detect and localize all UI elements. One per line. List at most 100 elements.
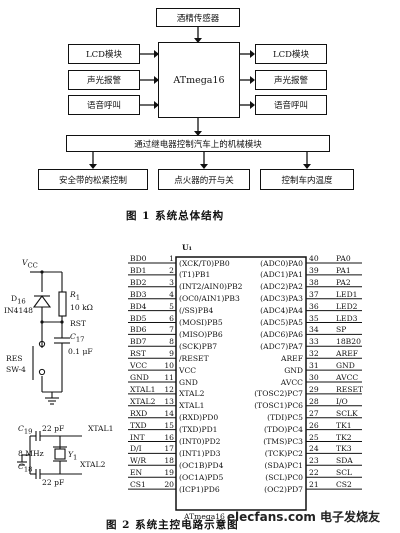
left-pin-name: (INT1)PD3: [179, 448, 221, 458]
right-pin-number: 39: [309, 265, 319, 275]
right-pin-name: (SCL)PC0: [265, 472, 303, 482]
right-pin-name: (TMS)PC3: [263, 437, 303, 446]
c18-ref: C18: [18, 462, 33, 474]
vcc-label: VCC: [22, 258, 38, 270]
left-pin-number: 4: [169, 289, 174, 299]
y1-ref: Y1: [68, 450, 78, 462]
right-pin-number: 23: [309, 456, 319, 466]
right-pin-net: GND: [336, 361, 355, 371]
left-pin-number: 20: [164, 480, 174, 490]
right-pin-name: GND: [284, 365, 303, 375]
right-pin-number: 40: [309, 254, 319, 263]
right-pin-net: PA1: [336, 265, 351, 275]
right-alarm-block: 声光报警: [255, 70, 327, 90]
right-pin-name: (TCK)PC2: [264, 448, 303, 458]
left-voice-label: 语音呼叫: [86, 101, 121, 111]
ignition-block: 点火器的开与关: [158, 169, 250, 190]
right-pin-net: LED1: [336, 289, 358, 299]
left-pin-name: VCC: [179, 365, 197, 375]
left-pin-name: XTAL1: [179, 401, 205, 411]
diode-ref: D16: [11, 294, 26, 306]
left-pin-net: BD2: [130, 277, 147, 287]
left-pin-name: (XCK/T0)PB0: [179, 258, 230, 268]
xtal2-label: XTAL2: [80, 460, 106, 469]
chip-ref: U₁: [182, 243, 192, 252]
left-pin-number: 7: [169, 325, 174, 335]
left-pin-name: (MISO)PB6: [179, 329, 223, 339]
left-pin-number: 13: [164, 396, 174, 406]
right-pin-net: SCLK: [336, 408, 358, 418]
left-pin-number: 3: [169, 277, 174, 287]
right-pin-net: PA2: [336, 277, 351, 287]
left-pin-number: 16: [164, 432, 174, 442]
left-pin-name: XTAL2: [179, 389, 205, 399]
temperature-block: 控制车内温度: [260, 169, 354, 190]
right-pin-number: 32: [309, 349, 319, 359]
left-pin-name: (ICP1)PD6: [179, 484, 220, 494]
seatbelt-label: 安全带的松紧控制: [58, 175, 127, 186]
left-alarm-block: 声光报警: [68, 70, 140, 90]
rst-label: RST: [70, 319, 86, 328]
right-lcd-block: LCD模块: [255, 44, 327, 64]
right-pin-net: AVCC: [336, 373, 359, 382]
left-pin-number: 6: [169, 313, 174, 323]
diode-part: IN4148: [4, 306, 33, 315]
left-pin-net: EN: [130, 468, 143, 478]
right-pin-net: RESET: [336, 384, 364, 394]
right-pin-name: AREF: [280, 353, 303, 363]
right-pin-net: CS2: [336, 480, 352, 490]
fig1-caption: 图 1 系统总体结构: [126, 210, 225, 222]
left-pin-net: BD1: [130, 265, 147, 275]
right-pin-net: SDA: [336, 456, 353, 466]
chip-body: [175, 256, 307, 511]
right-lcd-label: LCD模块: [273, 50, 309, 60]
left-pin-name: (SCK)PB7: [179, 341, 218, 351]
left-pin-name: GND: [179, 377, 198, 387]
right-pin-name: (ADC4)PA4: [260, 306, 303, 316]
left-pin-net: RST: [130, 349, 146, 359]
alcohol-sensor-block: 酒精传感器: [156, 8, 240, 27]
left-pin-net: GND: [130, 373, 149, 382]
right-pin-name: AVCC: [280, 377, 303, 387]
right-pin-net: AREF: [336, 349, 359, 359]
ignition-label: 点火器的开与关: [174, 175, 234, 186]
right-pin-name: (ADC0)PA0: [260, 258, 303, 268]
right-pin-number: 36: [309, 301, 319, 311]
left-voice-block: 语音呼叫: [68, 95, 140, 115]
right-pin-number: 21: [309, 480, 319, 490]
left-pin-number: 2: [169, 265, 174, 275]
xtal1-label: XTAL1: [88, 424, 114, 433]
left-pin-name: /RESET: [179, 353, 209, 363]
left-pin-name: (TXD)PD1: [179, 425, 218, 435]
temperature-label: 控制车内温度: [281, 175, 333, 186]
left-pin-number: 11: [164, 373, 174, 382]
right-pin-number: 37: [309, 289, 319, 299]
right-pin-number: 28: [309, 396, 319, 406]
left-pin-name: (OC1A)PD5: [179, 472, 224, 482]
right-pin-net: TK1: [336, 420, 352, 430]
crystal-symbol: [54, 448, 66, 460]
right-pin-number: 35: [309, 313, 319, 323]
relay-control-block: 通过继电器控制汽车上的机械模块: [66, 135, 330, 152]
left-lcd-label: LCD模块: [86, 50, 122, 60]
c18-value: 22 pF: [42, 478, 65, 487]
right-pin-number: 26: [309, 420, 319, 430]
chip-name: ATmega16: [184, 512, 225, 521]
c17-ref: C17: [70, 332, 85, 344]
left-pin-name: (/SS)PB4: [179, 306, 214, 316]
left-pin-number: 10: [164, 361, 174, 371]
left-pin-number: 14: [164, 408, 174, 418]
left-pin-number: 18: [164, 456, 174, 466]
left-pin-number: 9: [169, 349, 174, 359]
left-pin-name: (RXD)PD0: [179, 413, 219, 423]
left-pin-name: (OC1B)PD4: [179, 460, 224, 470]
c19-ref: C19: [18, 424, 33, 436]
right-pin-name: (TOSC1)PC6: [254, 401, 303, 411]
right-pin-number: 33: [309, 337, 319, 347]
watermark: elecfans.com 电子发烧友: [226, 510, 380, 524]
left-pin-name: (INT0)PD2: [179, 437, 221, 446]
left-pin-net: BD3: [130, 289, 147, 299]
